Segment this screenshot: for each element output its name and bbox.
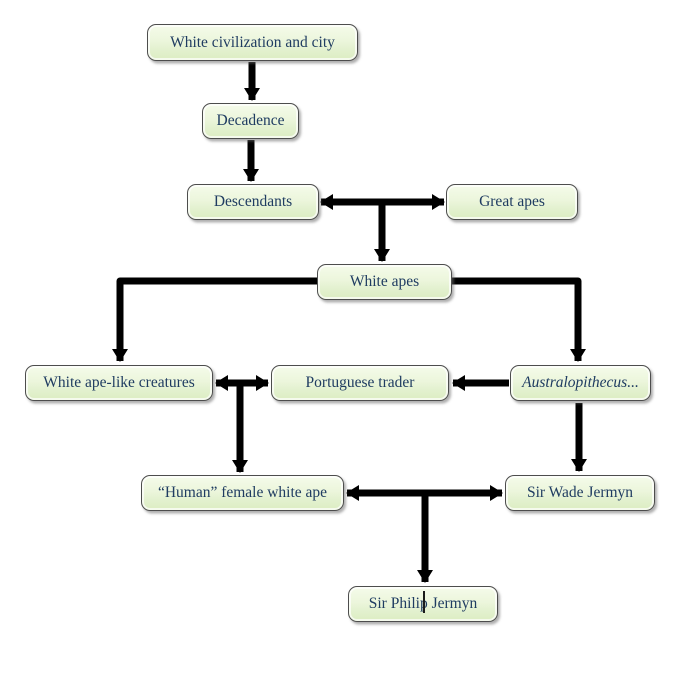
connector-whiteapes-apelike[interactable]: [112, 277, 317, 362]
text-caret: [423, 591, 425, 613]
node-label: Sir Philip Jermyn: [368, 595, 478, 612]
node-human-female-white-ape[interactable]: “Human” female white ape: [141, 475, 344, 511]
node-label: Great apes: [479, 193, 545, 210]
node-decadence[interactable]: Decadence: [202, 103, 299, 139]
node-label: White ape-like creatures: [43, 374, 195, 391]
node-label: Portuguese trader: [305, 374, 415, 391]
node-label: Sir Wade Jermyn: [526, 484, 634, 501]
connector-whiteapes-australopithecus[interactable]: [452, 277, 586, 362]
node-white-ape-like-creatures[interactable]: White ape-like creatures: [25, 365, 213, 401]
node-label: White apes: [349, 273, 420, 290]
node-portuguese-trader[interactable]: Portuguese trader: [271, 365, 449, 401]
node-label: “Human” female white ape: [157, 484, 328, 501]
node-white-apes[interactable]: White apes: [317, 264, 452, 300]
node-descendants[interactable]: Descendants: [187, 184, 319, 220]
node-label: Decadence: [216, 112, 285, 129]
node-label: Australopithecus...: [522, 374, 639, 391]
node-great-apes[interactable]: Great apes: [446, 184, 578, 220]
node-australopithecus[interactable]: Australopithecus...: [510, 365, 651, 401]
node-sir-wade-jermyn[interactable]: Sir Wade Jermyn: [505, 475, 655, 511]
node-label: White civilization and city: [170, 33, 335, 51]
node-label: Descendants: [213, 193, 293, 210]
node-white-civilization[interactable]: White civilization and city: [147, 24, 358, 61]
